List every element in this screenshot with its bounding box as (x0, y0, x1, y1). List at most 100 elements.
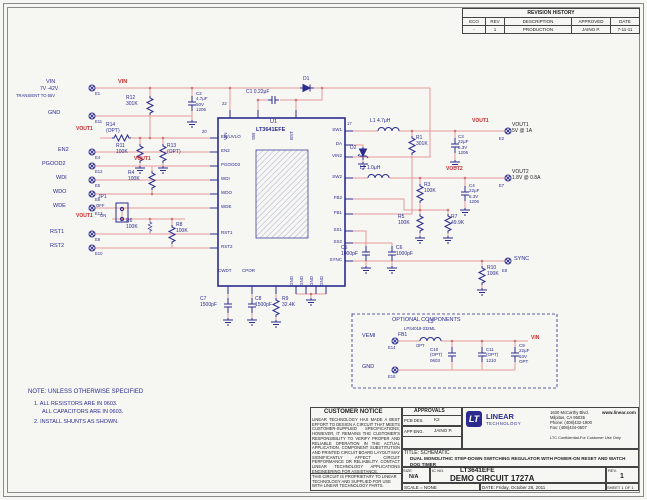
optional-components-title: OPTIONAL COMPONENTS (392, 317, 461, 323)
capacitor-c9-symbol (510, 346, 520, 363)
terminal-label-e4: E4 (95, 155, 101, 160)
wires (95, 87, 528, 371)
rev-col-description: DESCRIPTION (504, 18, 571, 25)
label-jp1-on: ON (100, 213, 107, 218)
rev-col-date: DATE (610, 18, 639, 25)
pin-number-17: 17 (347, 121, 352, 126)
label-r14: R14 (OPT) (106, 122, 120, 134)
proprietary-box (310, 473, 402, 491)
optional-components-box (351, 313, 558, 389)
app-eng-row (402, 426, 462, 437)
size-label: SIZE (403, 468, 412, 473)
inductor-l2-symbol (367, 174, 390, 179)
net-label-en2: EN2 (58, 147, 69, 153)
label-jp1: JP1 (98, 194, 107, 200)
terminal-label-e11: E11 (95, 119, 103, 124)
net-label-gnd-opt: GND (362, 364, 375, 370)
rev-box (606, 467, 639, 483)
net-label-vout1-a: VOUT1 (76, 126, 93, 132)
gnd-symbol (414, 235, 426, 244)
label-c2: C2 4.7μF 50V 1206 (196, 91, 208, 112)
net-label-wdi: WDI (56, 175, 67, 181)
rev-col-approved: APPROVED (571, 18, 610, 25)
ic-pin-sw2: SW2 (332, 174, 342, 179)
capacitor-c10-symbol (447, 346, 457, 363)
capacitor-c5-symbol (361, 245, 371, 262)
terminal-label-e8: E8 (502, 268, 508, 273)
rev-description-value: PRODUCTION (504, 26, 571, 33)
resistor-r10-symbol (478, 265, 486, 286)
gnd-symbol (157, 165, 169, 174)
capacitor-c7-symbol (223, 297, 233, 314)
ic-pin-sw1: SW1 (332, 127, 342, 132)
ferrite-bead-l3-symbol (419, 337, 442, 342)
vout1-spec: VOUT1 5V @ 1A (512, 122, 533, 134)
net-label-vout1-c: VOUT1 (76, 213, 93, 219)
ic-pin-sw: SW (251, 132, 256, 140)
ic-pin-ss1: SS1 (333, 227, 342, 232)
gnd-symbol (442, 235, 454, 244)
label-fb1-opt: OPT (416, 343, 425, 348)
ic-part-number: LT3641EFE (256, 127, 286, 133)
rev-label: REV. (608, 468, 617, 473)
revision-history-title: REVISION HISTORY (527, 10, 575, 16)
ic-pin-gnd: GND (319, 276, 324, 286)
diode-d1-symbol (299, 84, 315, 92)
lt-logo-icon: LT (466, 411, 482, 427)
ic-pin-ss2: SS2 (333, 239, 342, 244)
net-label-rst1: RST1 (50, 229, 65, 235)
sheet-border (3, 3, 644, 497)
net-label-vemi: VEMI (362, 333, 376, 339)
sheet-box (606, 483, 639, 491)
label-r8: R8 100K (176, 222, 188, 234)
gnd-symbol (246, 317, 258, 326)
capacitor-c4-symbol (460, 185, 470, 202)
size-value: N/A (409, 474, 419, 480)
net-label-wdo: WDO (53, 189, 67, 195)
ic-pin-en2: EN2 (221, 148, 230, 153)
label-r6: R6 100K (126, 218, 138, 230)
net-label-vout2-out: VOUT2 (446, 166, 463, 172)
label-r7: R7 49.9K (451, 214, 465, 226)
company-website: www.linear.com (602, 410, 636, 415)
rev-value: 1 (620, 473, 624, 480)
gnd-symbol (305, 297, 317, 306)
label-c4: C4 22μF 6.3V 1206 (469, 183, 480, 204)
label-l3-part: LPS4018-332ML (404, 326, 436, 331)
label-c7: C7 1500pF (200, 296, 217, 308)
gnd-symbol (186, 119, 198, 128)
note-line-1: 1. ALL RESISTORS ARE IN 0603. (34, 401, 118, 407)
confidential-note: LTC Confidential-For Customer Use Only (550, 435, 621, 440)
company-address: 1630 McCarthy Blvd. Milpitas, CA 95035 P… (550, 410, 592, 431)
ic-pin-fb2: FB2 (333, 195, 342, 200)
note-title: NOTE: UNLESS OTHERWISE SPECIFIED (28, 389, 144, 395)
inductor-l1-symbol (377, 127, 400, 132)
size-box (402, 467, 430, 483)
ic-pin-sync: SYNC (329, 257, 342, 262)
label-r1: R1 301K (416, 135, 428, 147)
ic-pin-wde: WDE (221, 204, 232, 209)
label-c9: C9 22μF 63V OPT (519, 343, 530, 364)
net-label-vin-opt: VIN (531, 335, 540, 341)
ic-pin-gnd: GND (299, 276, 304, 286)
terminal-label-e9: E9 (95, 237, 101, 242)
label-d1: D1 (303, 76, 310, 82)
ic-pin-gnd: GND (289, 276, 294, 286)
gnd-symbol (222, 317, 234, 326)
terminal-e7 (504, 174, 512, 182)
resistor-r12-symbol (146, 95, 154, 116)
rev-rev-value: 1 (485, 26, 504, 33)
net-label-vout1-out: VOUT1 (472, 118, 489, 124)
terminal-label-e7: E7 (499, 183, 505, 188)
ic-pin-wdo: WDO (221, 190, 232, 195)
label-r9: R9 32.4K (282, 296, 296, 308)
revision-header-row: ECO REV DESCRIPTION APPROVED DATE (463, 17, 639, 25)
rev-date-value: 7-11-11 (610, 26, 639, 33)
gnd-symbol (476, 287, 488, 296)
label-c10: C10 (OPT) 0603 (430, 347, 443, 363)
label-r3: R3 100K (424, 182, 436, 194)
gnd-symbol (360, 265, 372, 274)
demo-circuit-name: DEMO CIRCUIT 1727A (450, 474, 535, 483)
net-label-wde: WDE (53, 203, 66, 209)
